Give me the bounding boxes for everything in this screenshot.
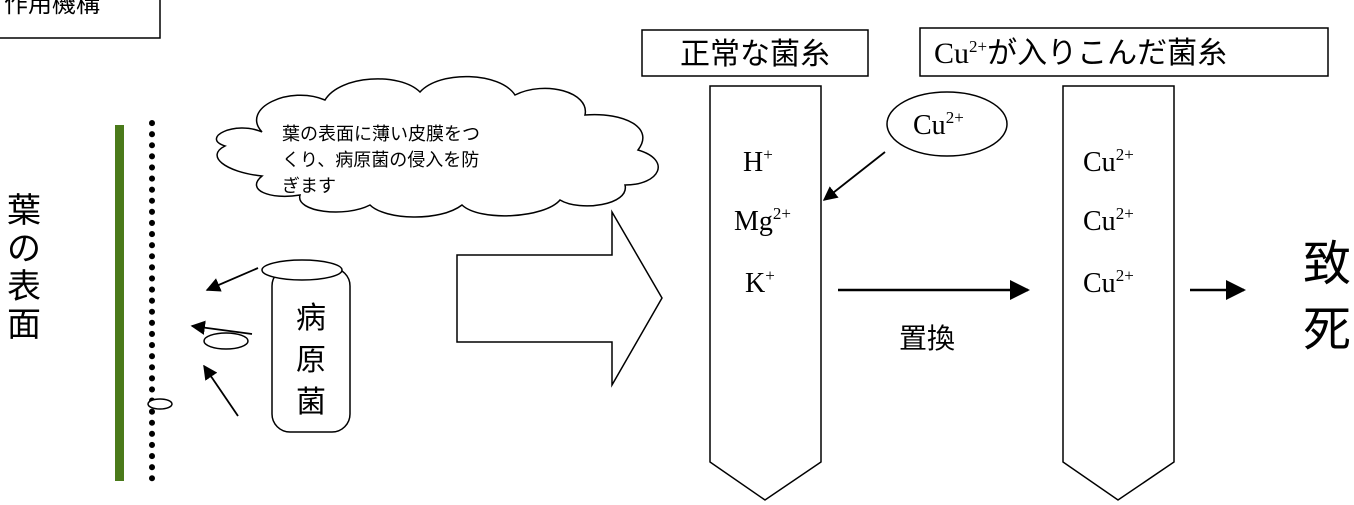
leaf-surface-char: の: [7, 229, 41, 269]
pathogen-char: 菌: [296, 385, 326, 420]
leaf-surface-line: [115, 125, 124, 481]
replacement-label: 置換: [899, 322, 955, 355]
incoming-ion-ellipse: Cu2+: [886, 91, 1008, 157]
leaf-surface-label: 葉 の 表 面: [7, 191, 41, 345]
result-char: 致: [1303, 236, 1351, 292]
cloud-callout: 葉の表面に薄い皮膜をつ くり、病原菌の侵入を防 ぎます: [215, 75, 659, 218]
cu-hypha-shape: [1062, 85, 1175, 501]
big-block-arrow: [456, 209, 663, 388]
cloud-text-line: くり、病原菌の侵入を防: [282, 150, 479, 171]
header-label: 作用機構: [4, 0, 100, 18]
normal-hypha-title-box: 正常な菌糸: [641, 29, 869, 77]
spore-ellipse: [203, 332, 249, 350]
cloud-text-line: 葉の表面に薄い皮膜をつ: [282, 124, 480, 145]
spore-arrow: [203, 364, 239, 417]
cu-hypha-title: Cu2+が入りこんだ菌糸: [934, 36, 1227, 71]
spore-arrow: [205, 267, 259, 292]
cloud-text-line: ぎます: [282, 176, 336, 197]
leaf-surface-char: 葉: [7, 191, 41, 231]
cu-hypha-ion: Cu2+: [1083, 266, 1134, 299]
spore-ellipse-small: [147, 398, 173, 410]
leaf-surface-char: 面: [7, 305, 41, 345]
pathogen-char: 病: [296, 301, 326, 336]
spore-arrow: [190, 320, 253, 335]
pathogen-capsule: 病 原 菌: [261, 259, 351, 433]
header-label-box: 作用機構: [0, 0, 161, 39]
pathogen-cap-ellipse: [261, 259, 343, 281]
cu-hypha-ion: Cu2+: [1083, 204, 1134, 237]
result-char: 死: [1303, 302, 1351, 358]
incoming-ion-arrow: [822, 151, 886, 201]
normal-hypha-ion: Mg2+: [734, 204, 791, 237]
normal-hypha-ion: K+: [745, 266, 775, 299]
incoming-ion-label: Cu2+: [913, 108, 964, 141]
pathogen-char: 原: [296, 343, 326, 378]
cu-hypha-title-box: Cu2+が入りこんだ菌糸: [919, 27, 1329, 77]
normal-hypha-shape: [709, 85, 822, 501]
normal-hypha-ion: H+: [743, 145, 773, 178]
leaf-surface-char: 表: [7, 267, 41, 307]
cu-hypha-ion: Cu2+: [1083, 145, 1134, 178]
normal-hypha-title: 正常な菌糸: [680, 37, 830, 72]
